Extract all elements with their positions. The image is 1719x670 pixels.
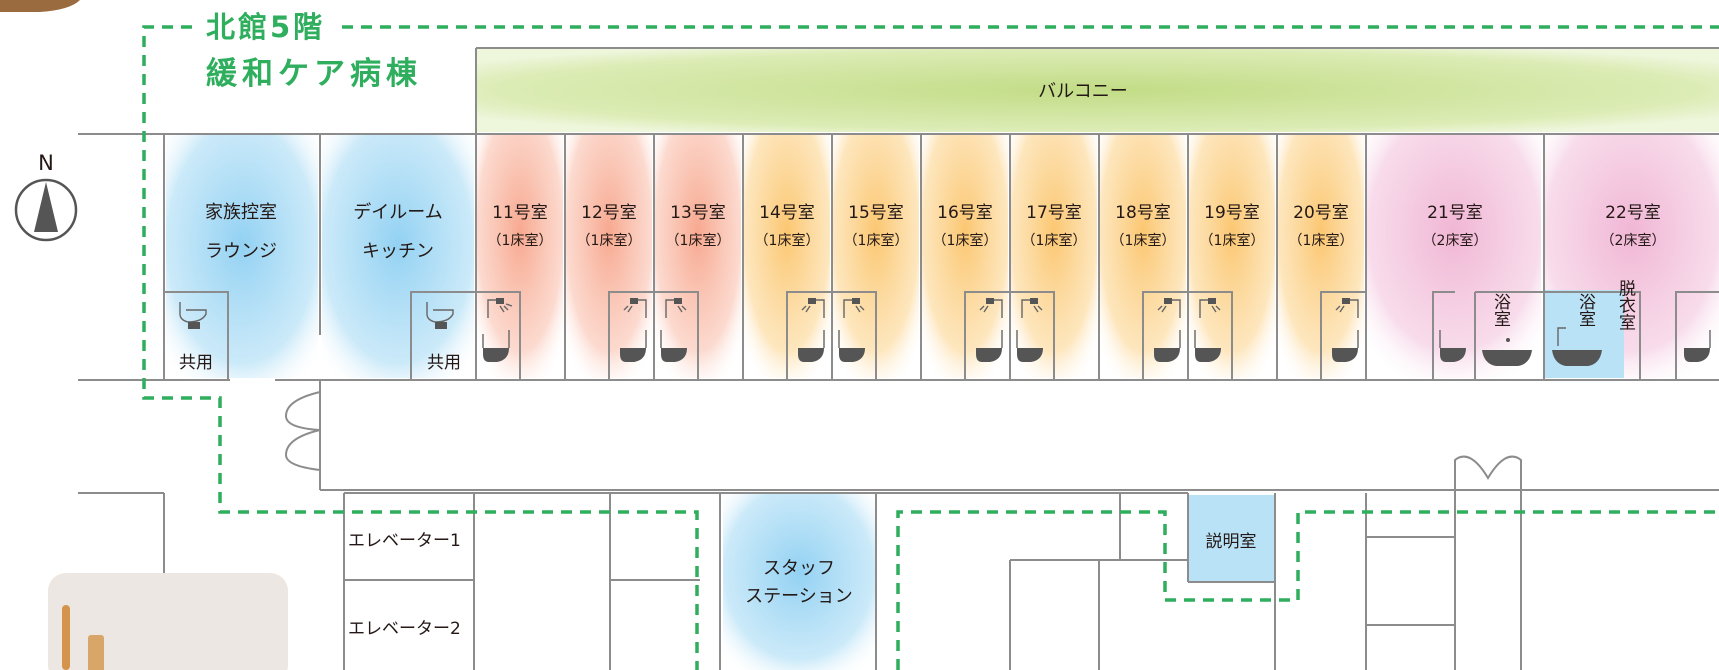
elevator-2-label: エレベーター2 xyxy=(348,619,461,639)
toilet-icon xyxy=(798,330,825,362)
toilet-icons xyxy=(179,302,1711,362)
room-sub: （1床室） xyxy=(844,232,909,249)
dayroom-fill xyxy=(322,134,474,378)
room-name: 20号室 xyxy=(1293,203,1349,223)
toilet-icon xyxy=(660,330,687,362)
toilet-icon xyxy=(1439,330,1466,362)
room-sub: （1床室） xyxy=(755,232,820,249)
toilet-icon xyxy=(1016,330,1043,362)
staff-station-label: スタッフ xyxy=(763,558,835,579)
ward-boundary xyxy=(142,25,1719,670)
bath-label: 浴室 xyxy=(1490,293,1511,327)
room-name: 21号室 xyxy=(1427,203,1483,223)
room-name: 11号室 xyxy=(492,203,548,223)
elevator-1-label: エレベーター1 xyxy=(348,531,461,551)
toilet-icon xyxy=(482,330,510,362)
ward-title: 緩和ケア病棟 xyxy=(206,56,422,92)
shower-icon xyxy=(801,298,825,318)
room-name: 13号室 xyxy=(670,203,726,223)
shower-icon xyxy=(487,298,513,318)
room-sub: （1床室） xyxy=(1022,232,1087,249)
room-labels: 家族控室 ラウンジ デイルーム キッチン 11号室 （1床室） 12号室 （1床… xyxy=(205,202,1665,262)
bath-label: 浴室 xyxy=(1575,293,1596,327)
consult-room-label: 説明室 xyxy=(1206,532,1257,552)
shower-icon xyxy=(1021,298,1043,318)
room-name: 17号室 xyxy=(1026,203,1082,223)
photo-thumbnail xyxy=(48,573,288,670)
north-arrow-icon xyxy=(34,182,58,232)
room-name: デイルーム xyxy=(353,202,442,223)
toilet-icon xyxy=(838,330,865,362)
room-sub: （1床室） xyxy=(1289,232,1354,249)
family-lounge-fill xyxy=(166,134,318,378)
toilet-icon xyxy=(1194,330,1221,362)
room-name: 19号室 xyxy=(1204,203,1260,223)
shower-icon xyxy=(665,298,687,318)
room-sub: （1床室） xyxy=(488,232,553,249)
room-name: 12号室 xyxy=(581,203,637,223)
toilet-icon xyxy=(976,330,1003,362)
room-sub: （1床室） xyxy=(666,232,731,249)
room-name: 22号室 xyxy=(1605,203,1661,223)
dressing-room-label: 脱衣室 xyxy=(1615,279,1636,330)
floor-title: 北館5階 xyxy=(206,10,325,44)
bathtub-icon xyxy=(1552,327,1602,366)
shower-icon xyxy=(623,298,647,318)
bathtub-icons xyxy=(1482,327,1602,366)
toilet-icon xyxy=(426,302,454,329)
shower-icons xyxy=(487,298,1359,318)
consult-room-fill xyxy=(1188,495,1274,581)
room-name: 18号室 xyxy=(1115,203,1171,223)
shower-icon xyxy=(979,298,1003,318)
room-name: キッチン xyxy=(362,241,434,262)
balcony-label: バルコニー xyxy=(1038,81,1128,102)
toilet-icon xyxy=(1154,330,1181,362)
room-name: 14号室 xyxy=(759,203,815,223)
shared-toilet-label: 共用 xyxy=(179,353,213,373)
balcony-area xyxy=(476,48,1719,132)
compass: N xyxy=(14,151,78,242)
compass-label: N xyxy=(38,151,54,175)
staff-station-label: ステーション xyxy=(745,586,853,607)
room-name: 家族控室 xyxy=(205,202,277,223)
shower-icon xyxy=(1157,298,1181,318)
staff-station-fill xyxy=(723,493,875,670)
bathtub-icon xyxy=(1482,338,1532,366)
room-sub: （2床室） xyxy=(1423,232,1488,249)
room-sub: （1床室） xyxy=(933,232,998,249)
shower-icon xyxy=(1199,298,1221,318)
toilet-icon xyxy=(620,330,647,362)
bath-labels: 浴室 浴室 脱衣室 xyxy=(1490,279,1636,330)
photo-corner-image xyxy=(0,0,80,12)
room-sub: （1床室） xyxy=(1111,232,1176,249)
room-sub: （1床室） xyxy=(1200,232,1265,249)
walls xyxy=(78,47,1719,670)
shower-icon xyxy=(1335,298,1359,318)
room-name: 15号室 xyxy=(848,203,904,223)
toilet-icon xyxy=(1684,330,1711,362)
toilet-icon xyxy=(1332,330,1359,362)
room-sub: （2床室） xyxy=(1601,232,1666,249)
shared-toilet-label: 共用 xyxy=(427,353,461,373)
toilet-icon xyxy=(179,302,207,329)
room-name: 16号室 xyxy=(937,203,993,223)
room-sub: ラウンジ xyxy=(205,241,277,262)
shower-icon xyxy=(843,298,865,318)
room-sub: （1床室） xyxy=(577,232,642,249)
